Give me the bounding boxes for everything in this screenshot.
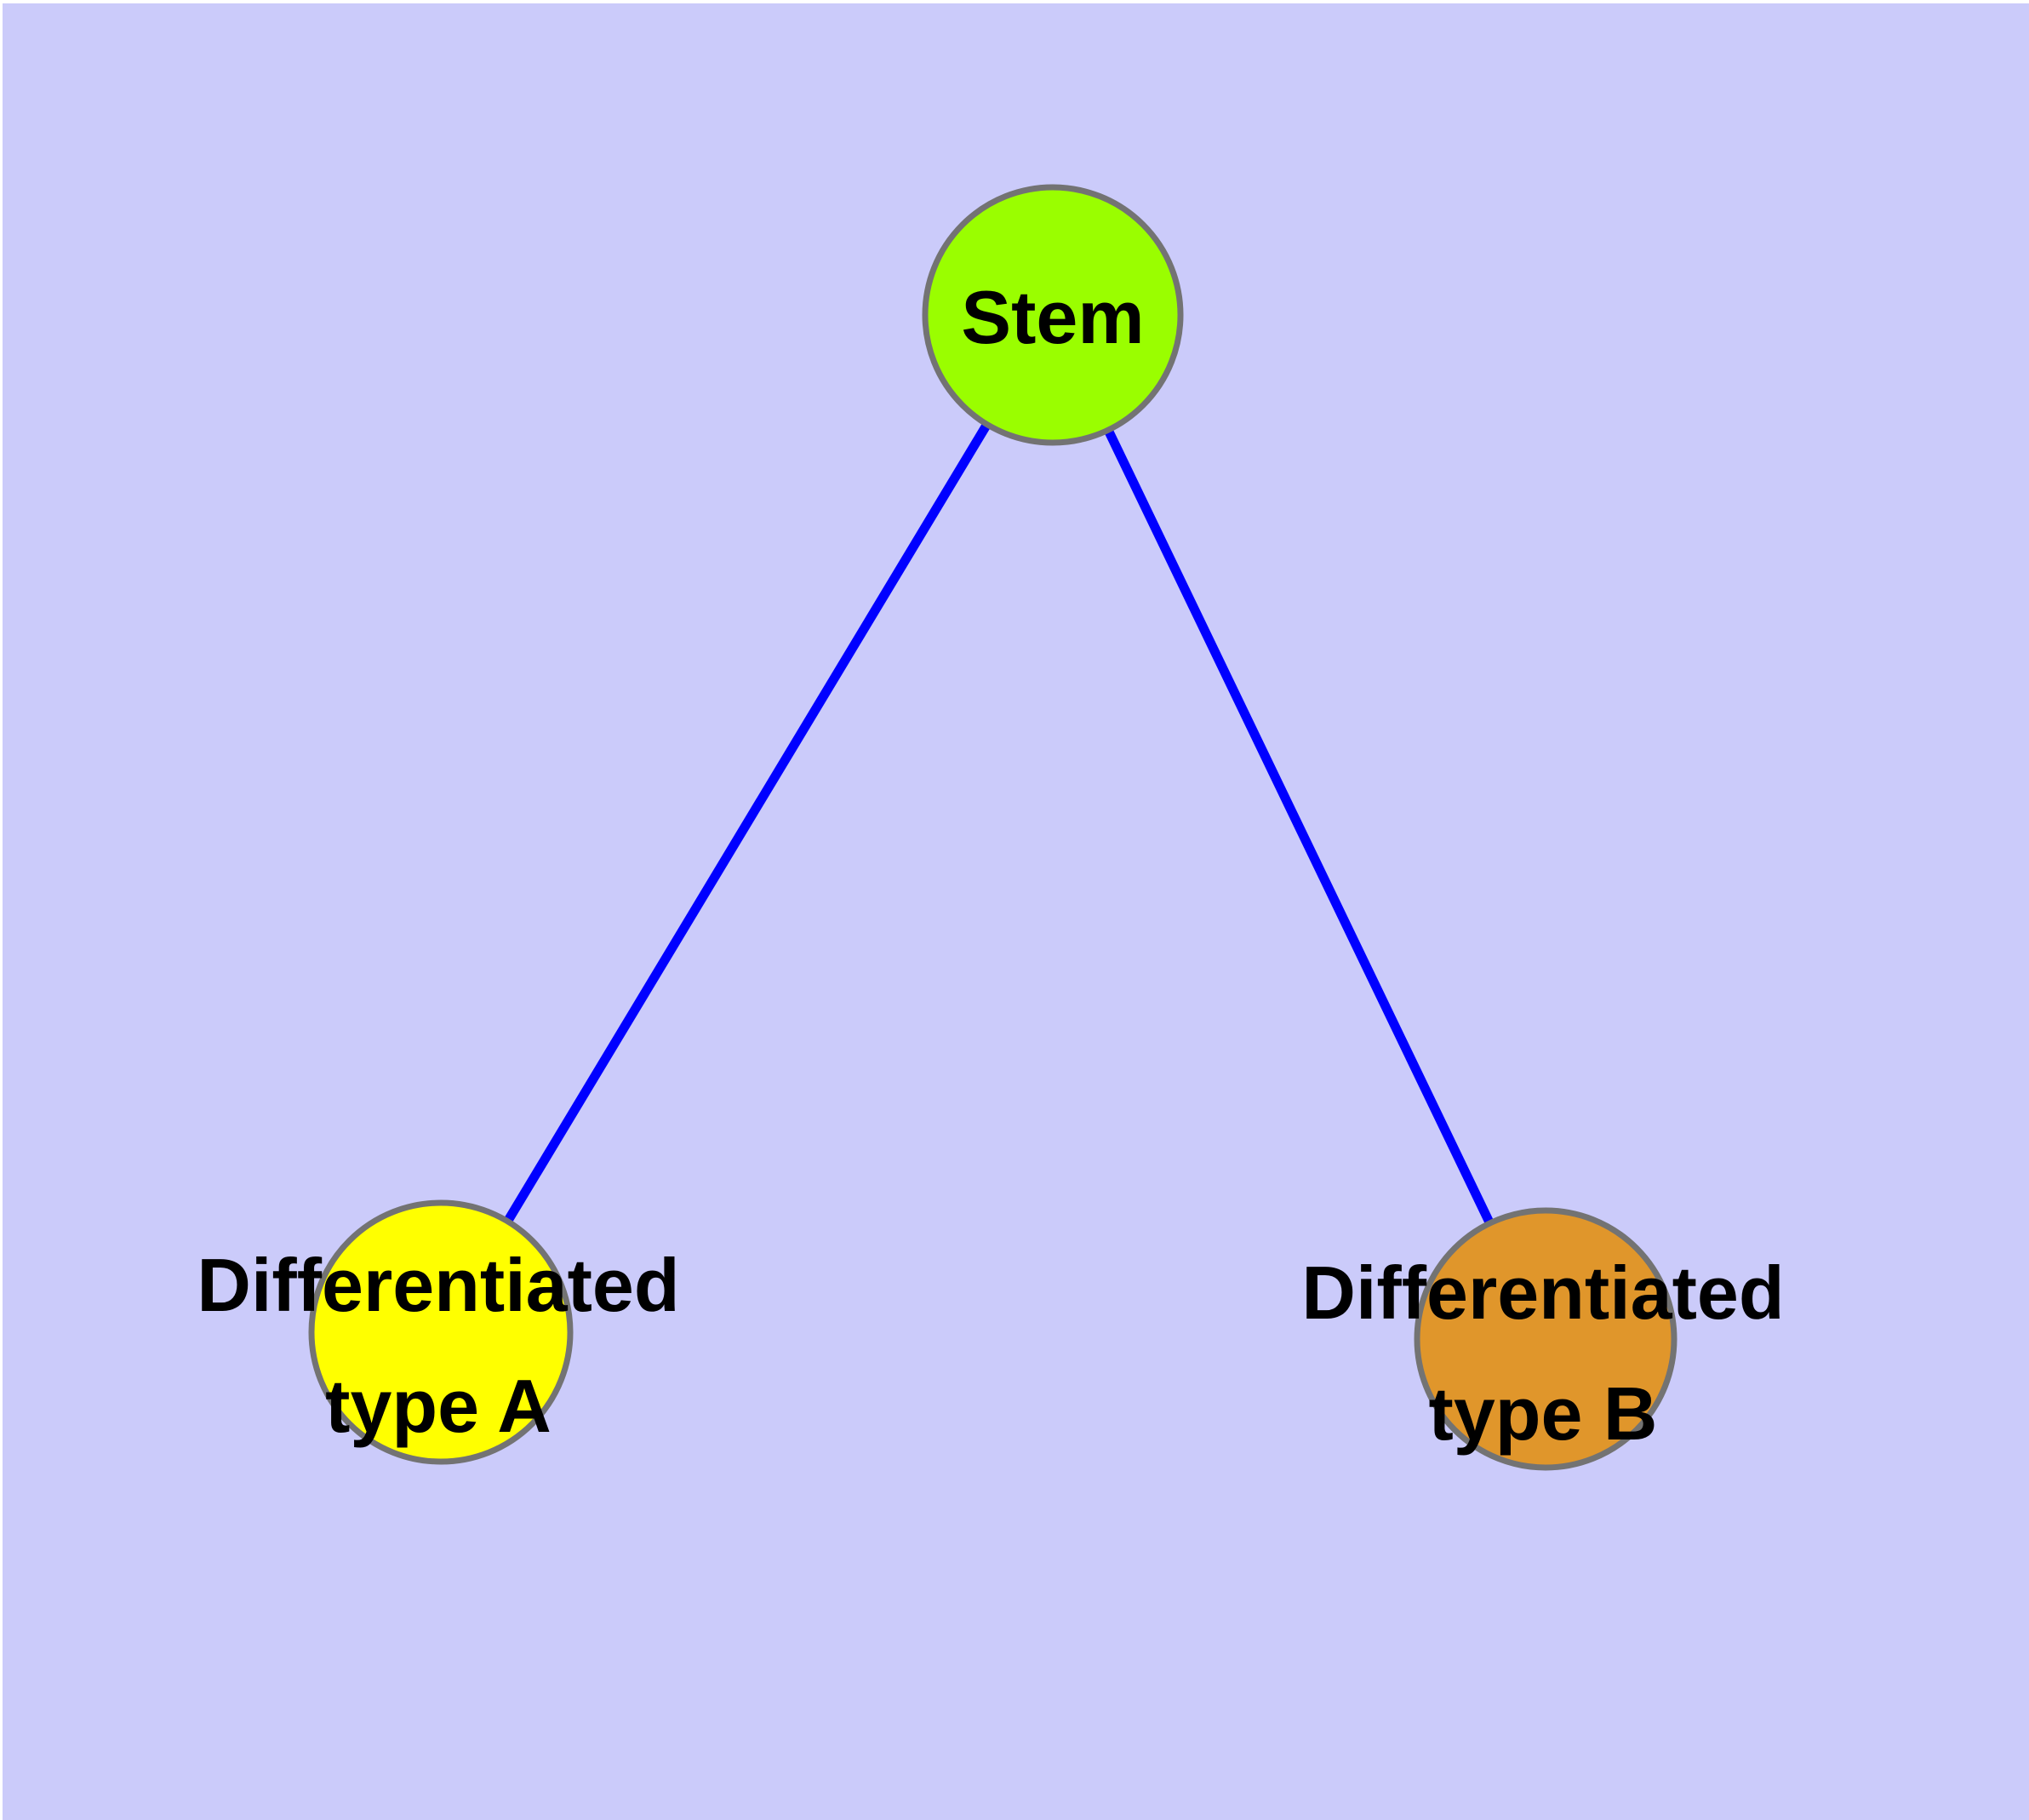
node-label-stem: Stem bbox=[961, 275, 1145, 359]
edge-stem-to-type-b bbox=[1049, 312, 1550, 1342]
edge-stem-to-type-a bbox=[437, 312, 1057, 1335]
node-label-type-a: Differentiated type A bbox=[197, 1243, 680, 1448]
window-border-left bbox=[0, 0, 3, 1820]
node-stem bbox=[922, 184, 1184, 446]
node-type-b bbox=[1414, 1207, 1677, 1471]
window-border-top bbox=[0, 0, 2029, 3]
node-type-a bbox=[308, 1199, 574, 1465]
node-label-type-b: Differentiated type B bbox=[1301, 1251, 1785, 1456]
